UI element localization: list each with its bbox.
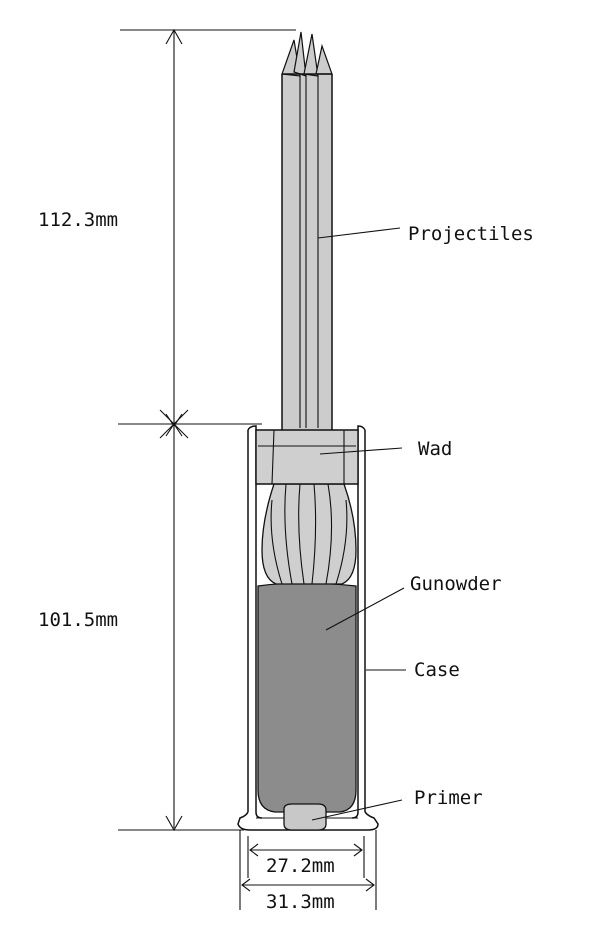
leader-gunpowder [325,587,405,631]
dimension-inner-diameter: 27.2mm [266,855,335,877]
label-wad: Wad [418,438,452,460]
dimension-projectile-length: 112.3mm [38,209,118,231]
leader-primer [311,799,403,821]
leader-projectiles [317,227,401,239]
label-gunpowder: Gunowder [410,573,502,595]
dimension-lines-vertical [118,28,296,832]
dimension-lines-horizontal [239,830,377,910]
primer [283,803,327,831]
gunpowder-charge [257,582,357,813]
wad [255,429,359,485]
label-primer: Primer [414,787,483,809]
projectile-stack [281,31,333,430]
leader-wad [319,447,403,455]
projectile-bulb [261,483,357,585]
label-case: Case [414,659,460,681]
dimension-case-length: 101.5mm [38,609,118,631]
label-projectiles: Projectiles [408,223,534,245]
dimension-outer-diameter: 31.3mm [266,891,335,913]
leader-lines [311,227,406,821]
